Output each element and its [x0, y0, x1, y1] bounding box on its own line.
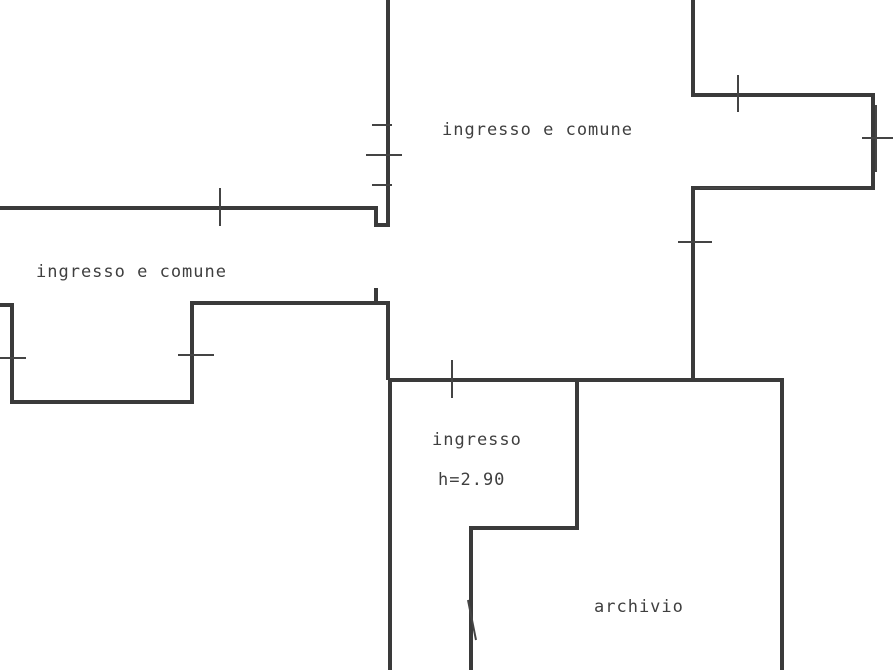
room-label-upper-corridor: ingresso e comune	[442, 120, 633, 140]
wall-upper-right	[691, 0, 875, 380]
room-label-entrance: ingresso	[432, 430, 522, 450]
wall-left-corridor-bottom	[0, 288, 390, 404]
room-label-entrance-height: h=2.90	[438, 470, 506, 490]
wall-upper-left	[0, 0, 390, 227]
room-label-left-corridor: ingresso e comune	[36, 262, 227, 282]
room-label-archive: archivio	[594, 597, 684, 617]
wall-ticks	[0, 75, 893, 641]
wall-partition	[469, 378, 579, 670]
